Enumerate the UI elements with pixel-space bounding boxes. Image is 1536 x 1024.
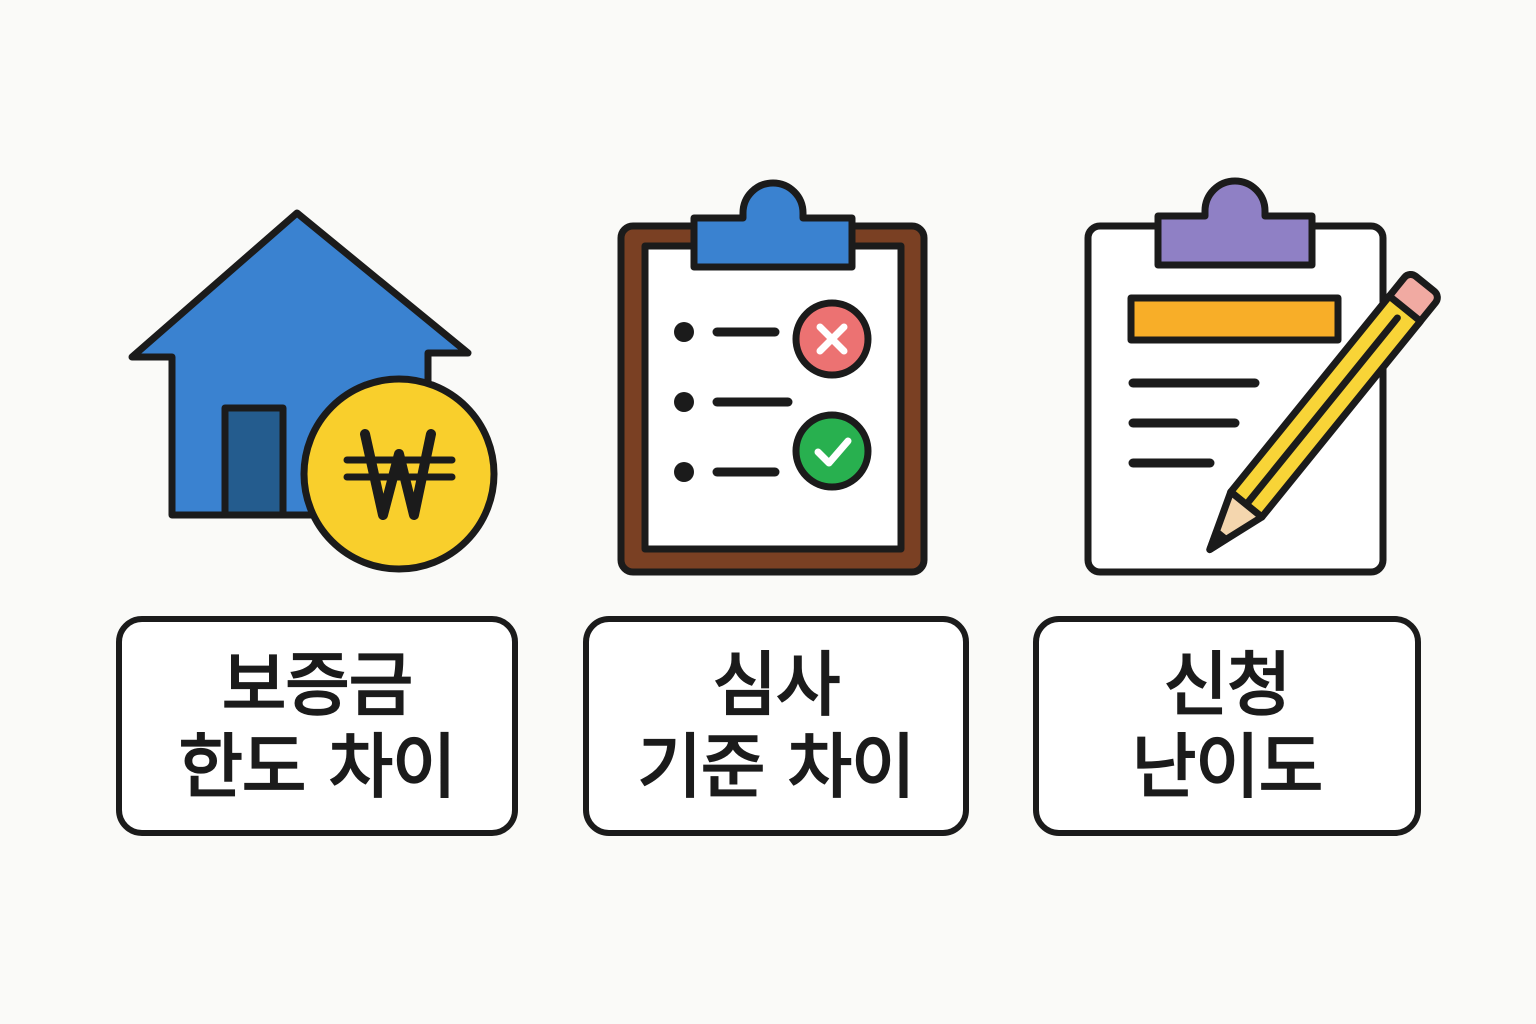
highlighted-line <box>1127 294 1342 344</box>
clipboard-pencil-icon <box>1084 177 1441 576</box>
check-mark <box>814 437 852 467</box>
label-box-review-criteria: 심사 기준 차이 <box>583 616 969 836</box>
house-door <box>221 404 287 519</box>
bullet-2 <box>674 392 694 412</box>
won-symbol-w <box>360 429 436 520</box>
clipboard-clip <box>1154 177 1316 269</box>
label-line-1: 신청 <box>1163 644 1292 726</box>
label-box-deposit-limit: 보증금 한도 차이 <box>116 616 518 836</box>
bullet-1 <box>674 322 694 342</box>
clipboard-clip <box>690 179 856 271</box>
pencil <box>1206 270 1441 554</box>
label-box-application-difficulty: 신청 난이도 <box>1033 616 1421 836</box>
bullet-3 <box>674 462 694 482</box>
pencil-stripe <box>1242 314 1401 508</box>
label-line-1: 심사 <box>712 644 841 726</box>
cross-mark-b <box>816 323 848 355</box>
label-line-2: 한도 차이 <box>178 726 457 808</box>
label-line-2: 기준 차이 <box>637 726 916 808</box>
check-badge <box>792 411 872 491</box>
pencil-lead <box>1206 528 1230 554</box>
clipboard-checklist-icon <box>617 179 928 576</box>
house-with-won-coin-icon <box>128 209 498 573</box>
label-line-1: 보증금 <box>221 644 413 726</box>
label-line-2: 난이도 <box>1131 726 1323 808</box>
